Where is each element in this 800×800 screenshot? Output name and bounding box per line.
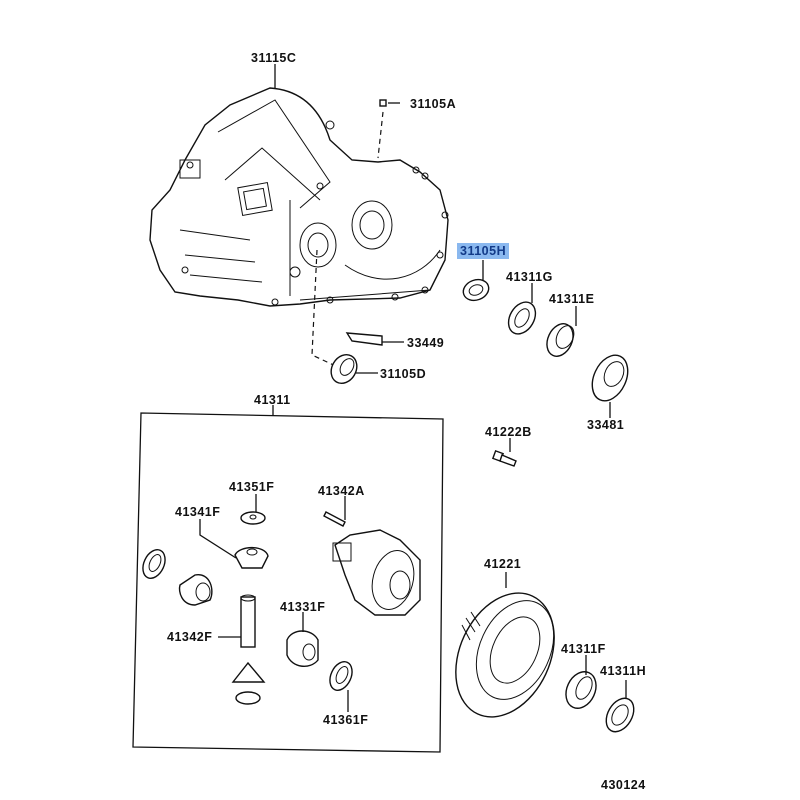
callout-41311h[interactable]: 41311H [600, 664, 647, 678]
oil-seal-31105d-drawing[interactable] [326, 350, 362, 388]
callout-41351f[interactable]: 41351F [229, 480, 275, 494]
pinion-gear-41341f-drawing[interactable] [234, 546, 269, 569]
bearing-41311e-drawing[interactable] [542, 320, 578, 361]
ring-gear-41221-drawing[interactable] [437, 577, 574, 733]
bracket-33449-drawing[interactable] [345, 332, 383, 346]
callout-33449[interactable]: 33449 [407, 336, 445, 350]
callout-41222b[interactable]: 41222B [485, 425, 532, 439]
callout-41311e[interactable]: 41311E [549, 292, 595, 306]
callout-31105h-selected[interactable]: 31105H [457, 243, 510, 259]
callout-41311[interactable]: 41311 [254, 393, 291, 407]
differential-case-drawing[interactable] [332, 529, 421, 616]
callout-31105a[interactable]: 31105A [410, 97, 457, 111]
shim-41311h-drawing[interactable] [601, 693, 640, 736]
side-gear-left-drawing[interactable] [178, 574, 213, 606]
side-gear-41331f-drawing[interactable] [286, 630, 319, 667]
bearing-41311f-drawing[interactable] [560, 667, 601, 713]
callout-41361f[interactable]: 41361F [323, 713, 369, 727]
group-box-41311 [132, 412, 444, 753]
callout-31105d[interactable]: 31105D [380, 367, 427, 381]
pinion-gear-bottom-drawing[interactable] [231, 661, 266, 705]
callout-41341f[interactable]: 41341F [175, 505, 221, 519]
callout-41311f[interactable]: 41311F [561, 642, 606, 656]
callout-41342a[interactable]: 41342A [318, 484, 365, 498]
callout-33481[interactable]: 33481 [587, 418, 625, 432]
callout-31115c[interactable]: 31115C [251, 51, 297, 65]
transmission-case-drawing[interactable] [149, 87, 449, 307]
thrust-washer-41361f-drawing[interactable] [326, 658, 357, 694]
callout-41331f[interactable]: 41331F [280, 600, 326, 614]
bearing-33481-drawing[interactable] [585, 349, 634, 406]
thrust-washer-41351f-drawing[interactable] [240, 511, 266, 525]
thrust-washer-left-drawing[interactable] [139, 546, 170, 582]
callout-41221[interactable]: 41221 [484, 557, 522, 571]
pinion-shaft-41342f-drawing[interactable] [240, 594, 256, 648]
bolt-41222b-drawing[interactable] [491, 449, 517, 467]
callout-41342f[interactable]: 41342F [167, 630, 213, 644]
shim-41311g-drawing[interactable] [503, 297, 541, 338]
diagram-code: 430124 [601, 778, 646, 792]
plug-drawing[interactable] [379, 99, 387, 107]
oil-seal-31105h-drawing[interactable] [460, 276, 491, 304]
pin-41342a-drawing[interactable] [323, 511, 346, 527]
callout-41311g[interactable]: 41311G [506, 270, 553, 284]
